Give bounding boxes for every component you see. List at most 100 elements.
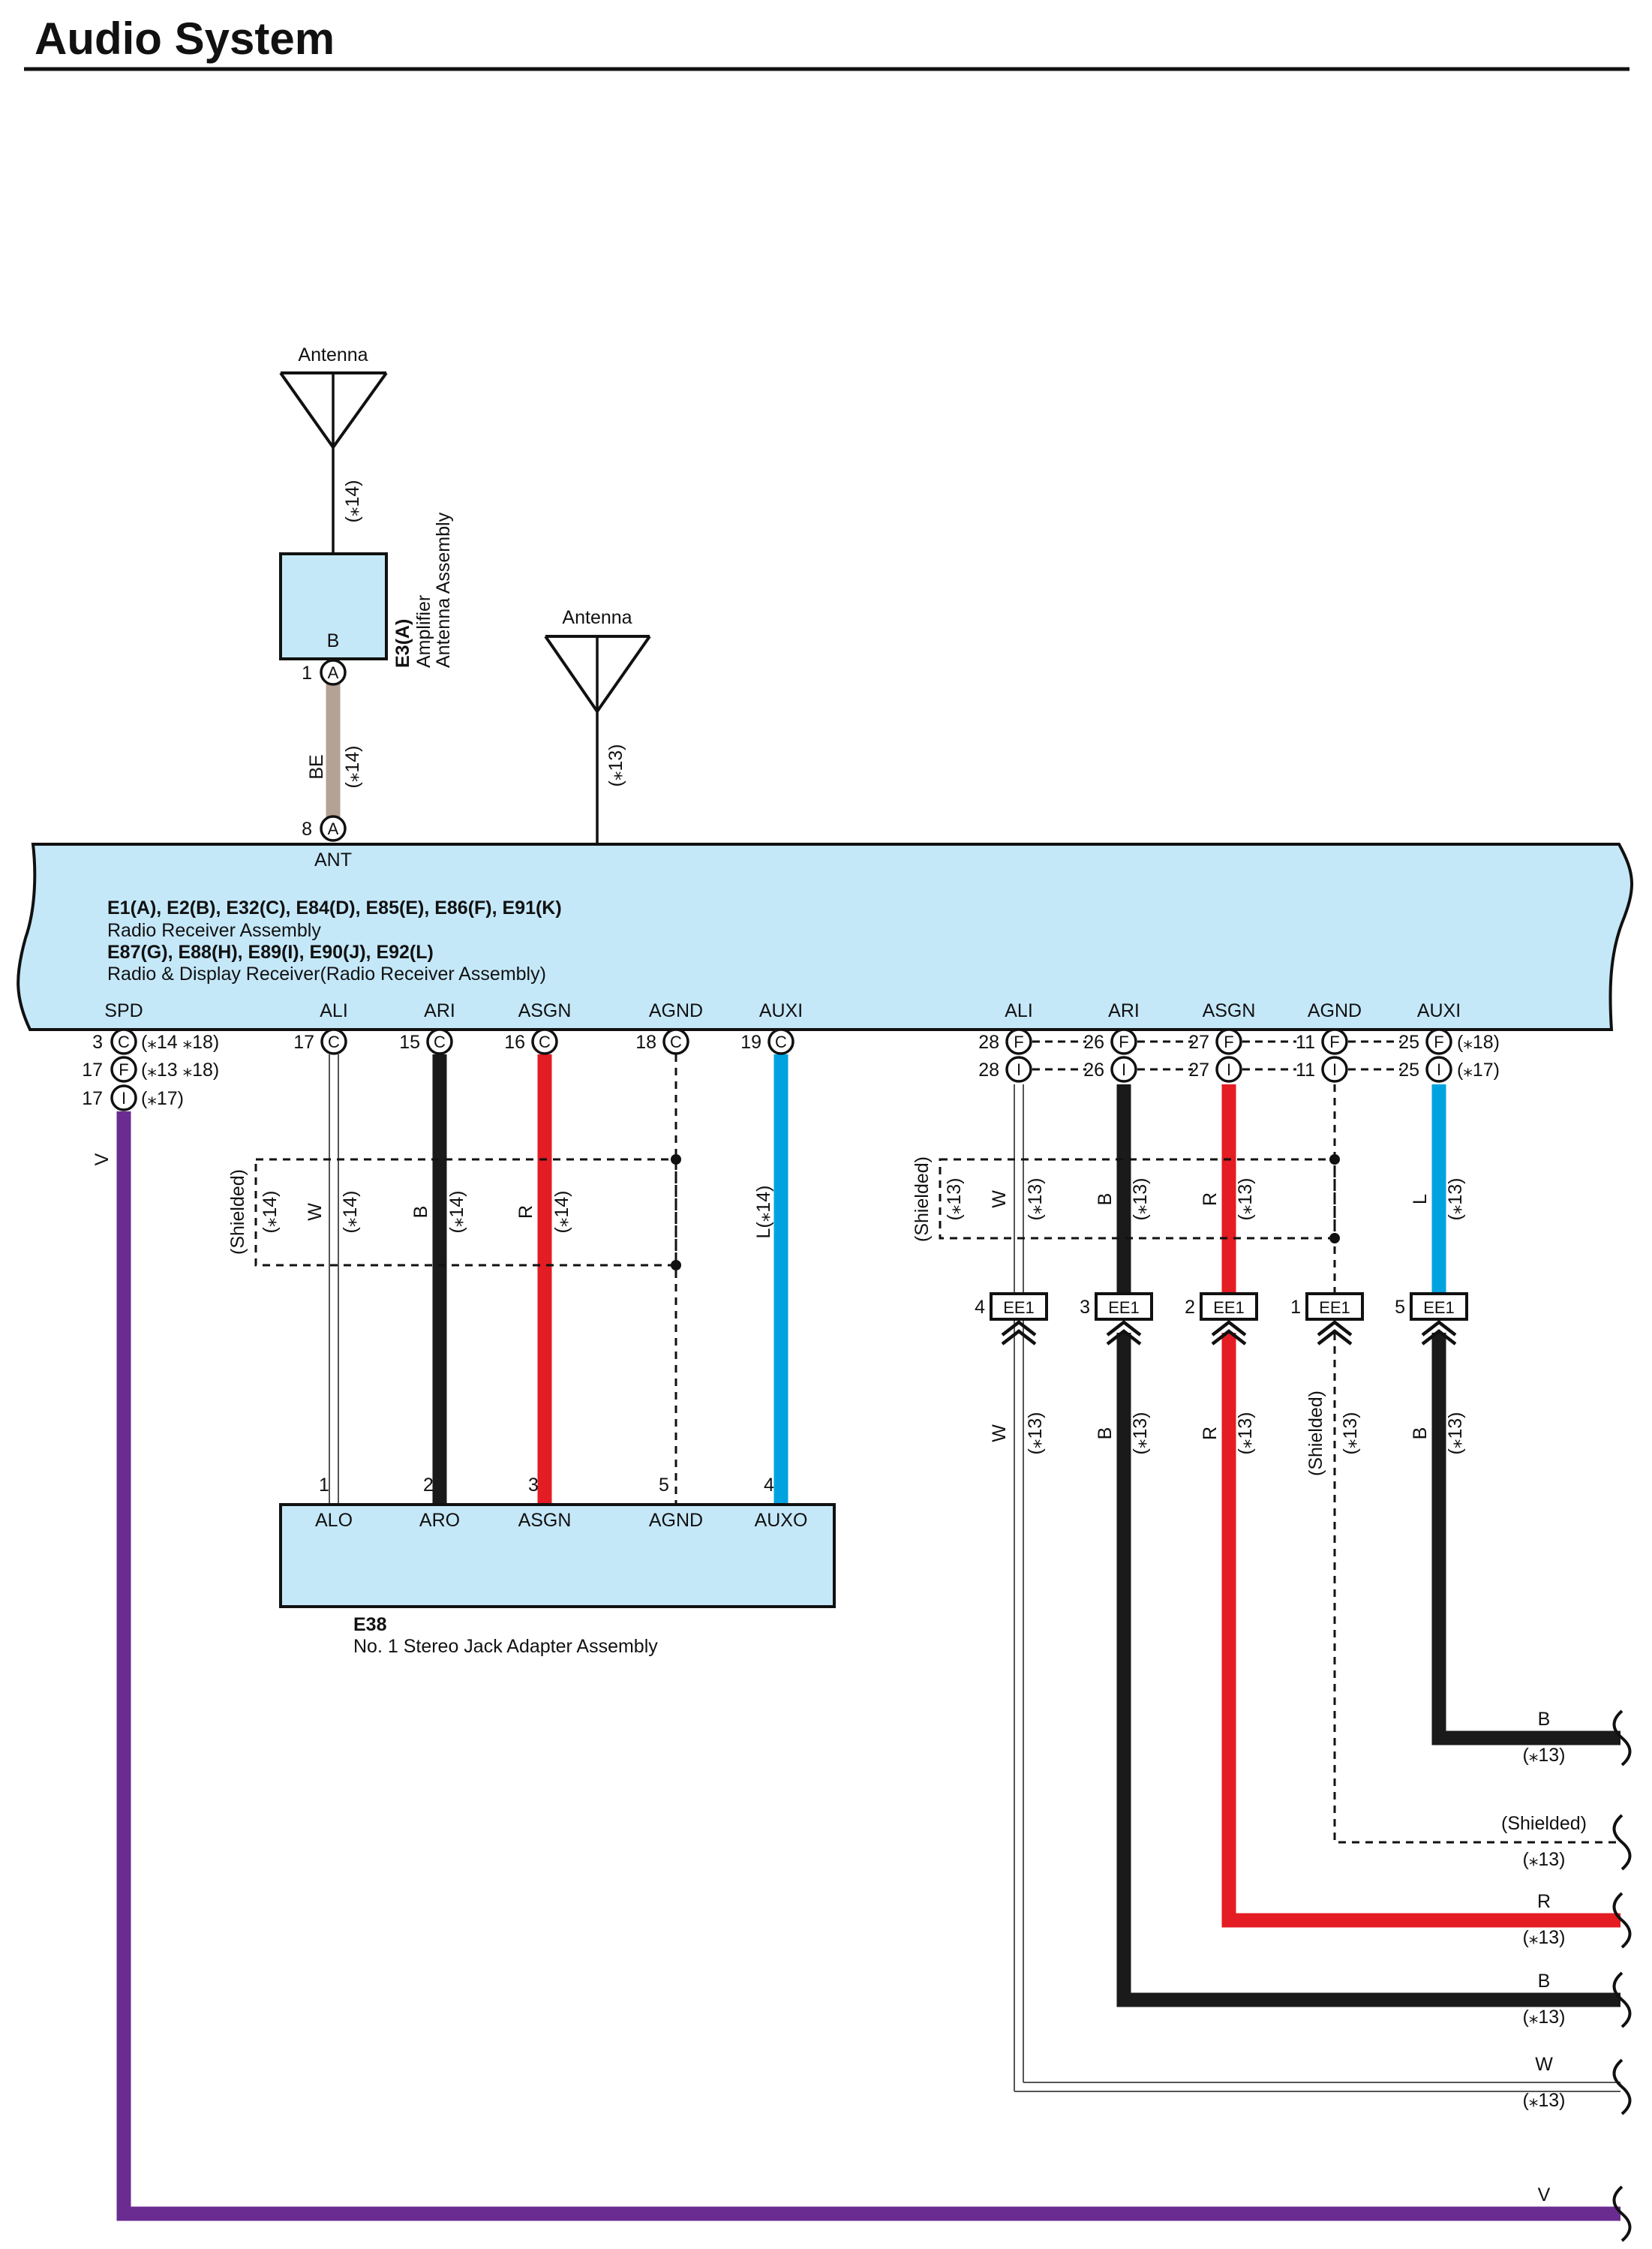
output-4-color: B <box>1538 1971 1551 1992</box>
spd-pin-3: 17 <box>82 1088 103 1109</box>
left-conn-2: C <box>434 1033 446 1051</box>
wire-w-left-note: (⁎14) <box>340 1191 361 1234</box>
wire-r-right-lower <box>1221 1333 1620 1928</box>
ant-label: ANT <box>314 849 352 870</box>
left-pin-1: 17 <box>293 1032 314 1053</box>
jack-pin-label-auxo: AUXO <box>755 1510 808 1531</box>
ee1-pin-2: 3 <box>1080 1297 1090 1318</box>
ee1-pin-5: 5 <box>1395 1297 1405 1318</box>
output-2-note: (⁎13) <box>1523 1849 1566 1870</box>
right-conn-top-3: F <box>1224 1033 1233 1051</box>
output-4-note: (⁎13) <box>1523 2007 1566 2028</box>
ee1-below-note-3: (⁎13) <box>1235 1412 1256 1455</box>
ee1-below-note-2: (⁎13) <box>1130 1412 1151 1455</box>
receiver-line-4: Radio & Display Receiver(Radio Receiver … <box>107 964 546 985</box>
right-bottom-note: (⁎17) <box>1457 1060 1500 1081</box>
right-pin-top-2: 26 <box>1083 1032 1104 1053</box>
right-conn-bottom-3: I <box>1227 1060 1231 1079</box>
wire-l-right-color: L <box>1410 1194 1431 1204</box>
output-1-note: (⁎13) <box>1523 1745 1566 1766</box>
output-3-color: R <box>1537 1891 1551 1912</box>
receiver-line-3: E87(G), E88(H), E89(I), E90(J), E92(L) <box>107 942 434 963</box>
wire-b-right-color: B <box>1095 1193 1116 1206</box>
jack-code: E38 <box>353 1614 387 1635</box>
spd-note-2: (⁎13 ⁎18) <box>141 1060 219 1081</box>
ant-connector-letter: A <box>328 819 339 838</box>
jack-pin-num-2: 2 <box>423 1475 434 1496</box>
right-pin-top-4: 11 <box>1296 1032 1315 1053</box>
output-5-color: W <box>1535 2054 1553 2075</box>
antenna-2 <box>544 635 651 844</box>
amplifier-connector-letter: A <box>328 663 339 682</box>
output-breaks <box>1612 1709 1632 2242</box>
shield-left-note: (⁎14) <box>260 1191 281 1234</box>
left-pin-3: 16 <box>504 1032 525 1053</box>
receiver-pin-labels: SPD ALI ARI ASGN AGND AUXI ALI ARI ASGN … <box>104 1000 1461 1021</box>
ee1-below-color-5: B <box>1410 1427 1431 1440</box>
output-5-note: (⁎13) <box>1523 2090 1566 2111</box>
wire-be-color: BE <box>306 754 327 779</box>
right-pin-bottom-4: 11 <box>1296 1060 1315 1081</box>
right-top-note: (⁎18) <box>1457 1032 1500 1053</box>
amplifier-box <box>279 552 388 660</box>
pin-label-ari-left: ARI <box>424 1000 455 1021</box>
pin-label-agnd-right: AGND <box>1308 1000 1362 1021</box>
right-conn-bottom-5: I <box>1437 1060 1441 1079</box>
amplifier-name-1: Amplifier <box>413 595 434 668</box>
wire-b-right-note: (⁎13) <box>1130 1178 1151 1221</box>
shield-right-note: (⁎13) <box>944 1178 965 1221</box>
receiver-line-1: E1(A), E2(B), E32(C), E84(D), E85(E), E8… <box>107 897 562 919</box>
output-1-color: B <box>1538 1709 1551 1730</box>
wire-b-left-color: B <box>410 1206 431 1219</box>
antenna-1 <box>279 371 388 554</box>
wire-agnd-right-lower <box>1333 1333 1620 1844</box>
output-6-color: V <box>1538 2184 1551 2205</box>
wire-w-right-color: W <box>989 1190 1010 1208</box>
ee1-pin-3: 2 <box>1185 1297 1195 1318</box>
shield-right-junction-top <box>1329 1154 1340 1165</box>
pair-links <box>1032 1040 1401 1071</box>
right-pin-top-1: 28 <box>978 1032 999 1053</box>
left-conn-5: C <box>775 1033 787 1051</box>
spd-conn-1: C <box>118 1033 130 1051</box>
wire-v-color: V <box>92 1153 113 1165</box>
spd-conn-2: F <box>119 1060 128 1079</box>
spd-conn-3: I <box>122 1089 126 1108</box>
left-pin-5: 19 <box>740 1032 761 1053</box>
pin-label-asgn-left: ASGN <box>518 1000 572 1021</box>
wire-l-right-note: (⁎13) <box>1445 1178 1466 1221</box>
output-2-color: (Shielded) <box>1501 1813 1587 1834</box>
ee1-pin-4: 1 <box>1290 1297 1301 1318</box>
wire-r-left-color: R <box>515 1205 536 1219</box>
wire-w-right-note: (⁎13) <box>1025 1178 1046 1221</box>
jack-pin-num-1: 1 <box>319 1475 329 1496</box>
shield-left-junction-bottom <box>671 1260 681 1270</box>
right-pin-bottom-2: 26 <box>1083 1060 1104 1081</box>
wire-w-left-color: W <box>305 1203 326 1221</box>
jack-pin-num-3: 3 <box>528 1475 539 1496</box>
right-conn-top-5: F <box>1434 1033 1443 1051</box>
ee1-connectors <box>990 1292 1468 1321</box>
wire-l-left-color: L(⁎14) <box>753 1186 774 1239</box>
jack-pin-label-asgn: ASGN <box>518 1510 572 1531</box>
ee1-label-3: EE1 <box>1213 1298 1245 1317</box>
ee1-below-note-4: (⁎13) <box>1340 1412 1361 1455</box>
jack-pin-label-alo: ALO <box>315 1510 353 1531</box>
jack-name: No. 1 Stereo Jack Adapter Assembly <box>353 1636 658 1657</box>
wire-b-right-aux-lower <box>1431 1333 1620 1745</box>
right-connectors <box>1005 1028 1452 1083</box>
stereo-jack-adapter <box>279 1503 836 1608</box>
left-pin-2: 15 <box>399 1032 420 1053</box>
pin-label-ari-right: ARI <box>1108 1000 1140 1021</box>
pin-label-auxi-right: AUXI <box>1417 1000 1461 1021</box>
wire-w-right <box>1014 1084 1620 2092</box>
ee1-label-4: EE1 <box>1319 1298 1350 1317</box>
right-pin-bottom-5: 25 <box>1398 1060 1419 1081</box>
wire-w-left <box>329 1054 339 1505</box>
jack-pin-label-agnd: AGND <box>649 1510 703 1531</box>
spd-connectors <box>110 1028 137 1111</box>
antenna-2-label: Antenna <box>562 607 632 628</box>
output-3-note: (⁎13) <box>1523 1927 1566 1948</box>
ee1-below-note-1: (⁎13) <box>1025 1412 1046 1455</box>
